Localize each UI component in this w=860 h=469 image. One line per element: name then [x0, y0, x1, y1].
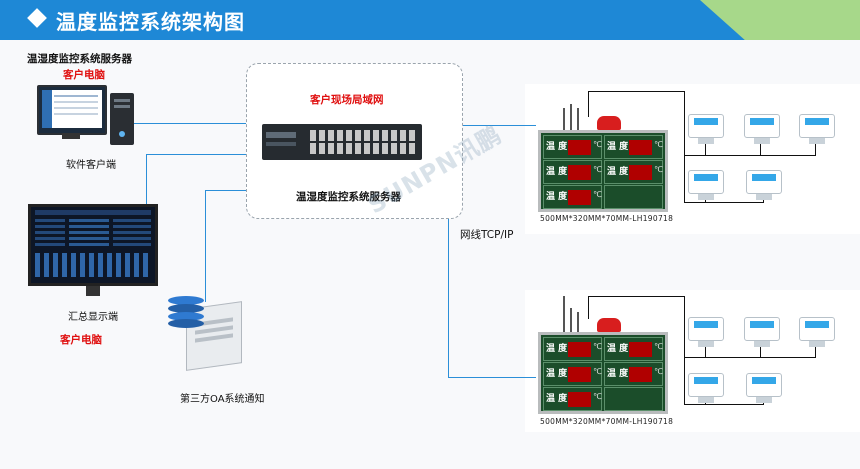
antenna — [577, 108, 579, 132]
display-cell: 温 度℃ — [543, 387, 602, 411]
wire — [684, 202, 764, 204]
sensor — [688, 114, 724, 144]
link-oa-vertical — [205, 190, 206, 302]
sensor — [799, 317, 835, 347]
display-stand — [86, 286, 100, 296]
wire — [684, 404, 764, 406]
antenna — [570, 308, 572, 334]
link-oa-horizontal — [205, 190, 247, 191]
oa-notice-label: 第三方OA系统通知 — [180, 394, 265, 405]
antenna — [563, 108, 565, 132]
sensor — [746, 373, 782, 403]
lan-server-label: 温湿度监控系统服务器 — [296, 191, 401, 203]
wire — [684, 91, 686, 156]
display-cell: 温 度℃ — [604, 337, 663, 361]
wire — [760, 345, 762, 358]
monitor-stand — [62, 133, 80, 139]
display-cell: 温 度℃ — [604, 160, 663, 184]
display-board-1: 温 度℃ 温 度℃ 温 度℃ 温 度℃ 温 度℃ — [538, 130, 668, 212]
server-title: 温湿度监控系统服务器 — [27, 53, 132, 65]
sensor — [744, 317, 780, 347]
sensor — [744, 114, 780, 144]
display-cell: 温 度℃ — [543, 337, 602, 361]
wire — [588, 296, 590, 319]
wire — [705, 142, 707, 156]
display-cell-empty — [604, 387, 663, 411]
antenna — [577, 312, 579, 334]
wire — [815, 142, 817, 156]
wire — [815, 345, 817, 358]
sensor — [688, 170, 724, 200]
antenna — [570, 104, 572, 132]
sensor — [799, 114, 835, 144]
wire — [588, 91, 685, 93]
pc-monitor — [37, 85, 107, 135]
display-cell: 温 度℃ — [604, 135, 663, 159]
wire — [684, 155, 816, 157]
wire — [588, 91, 590, 117]
sensor — [688, 317, 724, 347]
display-board-2: 温 度℃ 温 度℃ 温 度℃ 温 度℃ 温 度℃ — [538, 332, 668, 414]
alarm-light — [597, 116, 621, 130]
lan-title: 客户现场局域网 — [310, 94, 384, 106]
client-pc-label-2: 客户电脑 — [60, 334, 102, 346]
panel-dimension: 500MM*320MM*70MM-LH190718 — [540, 417, 674, 426]
link-lan-bus — [146, 154, 247, 155]
link-panel2 — [448, 377, 536, 378]
display-cell: 温 度℃ — [543, 185, 602, 209]
display-cell: 温 度℃ — [543, 160, 602, 184]
client-pc-label: 客户电脑 — [63, 69, 105, 81]
wire — [588, 296, 685, 298]
display-cell-empty — [604, 185, 663, 209]
wire — [684, 357, 816, 359]
sensor — [688, 373, 724, 403]
wire — [684, 357, 686, 405]
link-client-lan — [120, 123, 247, 124]
page-title: 温度监控系统架构图 — [56, 10, 245, 34]
wire — [684, 155, 686, 203]
software-client-label: 软件客户端 — [66, 160, 116, 171]
link-vertical-panel2 — [448, 208, 449, 378]
display-cell: 温 度℃ — [543, 362, 602, 386]
wire — [760, 142, 762, 156]
alarm-light — [597, 318, 621, 332]
summary-display-screen — [28, 204, 158, 286]
wire — [684, 296, 686, 358]
network-label: 网线TCP/IP — [460, 229, 514, 241]
wire — [705, 345, 707, 358]
display-cell: 温 度℃ — [604, 362, 663, 386]
network-switch — [262, 124, 422, 160]
sensor — [746, 170, 782, 200]
panel-dimension: 500MM*320MM*70MM-LH190718 — [540, 214, 674, 223]
link-lan-panel1 — [461, 125, 536, 126]
summary-display-label: 汇总显示端 — [68, 312, 118, 323]
antenna — [563, 296, 565, 334]
display-cell: 温 度℃ — [543, 135, 602, 159]
pc-tower — [110, 93, 134, 145]
database-icon — [168, 296, 204, 328]
